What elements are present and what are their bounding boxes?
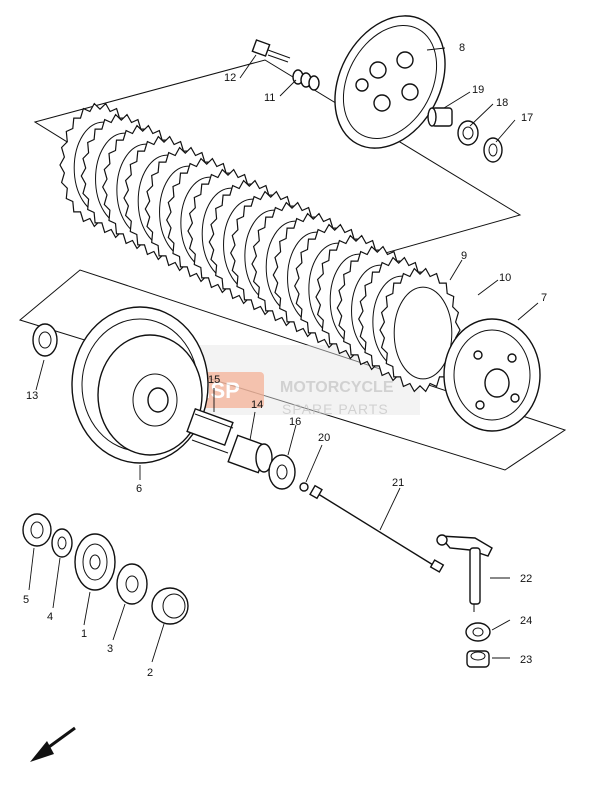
part-ref-label: 18 [496, 97, 508, 109]
lower-frame [18, 269, 567, 471]
part-ref-label: 3 [107, 643, 113, 655]
spacer [227, 434, 273, 474]
collar [151, 587, 189, 625]
push-lever-shaft [436, 534, 493, 612]
part-ref-label: 14 [251, 399, 263, 411]
clutch-plate [379, 267, 461, 393]
watermark-line1: MOTORCYCLE [280, 379, 394, 396]
thrust-washer-left [32, 323, 58, 357]
part-ref-label: 10 [499, 272, 511, 284]
part-ref-label: 11 [264, 92, 275, 104]
push-piece [427, 107, 453, 127]
part-ref-label: 4 [47, 611, 53, 623]
part-reference-labels: 1 2 3 4 5 6 7 8 9 10 11 12 13 14 15 16 1… [23, 42, 547, 679]
bearing [466, 650, 490, 668]
part-ref-label: 1 [81, 628, 87, 640]
part-ref-label: 7 [541, 292, 547, 304]
pressure-plate [334, 15, 446, 149]
push-rod [309, 484, 445, 573]
part-ref-label: 15 [208, 374, 220, 386]
part-ref-label: 6 [136, 483, 142, 495]
primary-drive-gear [74, 533, 116, 591]
clutch-plate-stack [59, 102, 461, 393]
part-ref-label: 20 [318, 432, 330, 444]
part-ref-label: 2 [147, 667, 153, 679]
part-ref-label: 9 [461, 250, 467, 262]
oil-seal [465, 622, 491, 642]
watermark-line2: SPARE PARTS [282, 401, 389, 417]
part-ref-label: 13 [26, 390, 38, 402]
clutch-housing [71, 306, 209, 464]
part-ref-label: 23 [520, 654, 532, 666]
drive-gear [116, 563, 148, 605]
leader-lines [28, 47, 539, 663]
nut [22, 513, 52, 547]
part-ref-label: 8 [459, 42, 465, 54]
spring [292, 69, 320, 91]
washer [51, 528, 73, 558]
lock-washer [483, 137, 503, 163]
thrust-washer [268, 454, 296, 490]
front-direction-arrow [30, 726, 76, 762]
part-ref-label: 22 [520, 573, 532, 585]
needle-bearing [186, 407, 234, 454]
part-ref-label: 5 [23, 594, 29, 606]
part-ref-label: 17 [521, 112, 533, 124]
locknut [457, 120, 479, 146]
steel-ball [299, 482, 309, 492]
part-ref-label: 16 [289, 416, 301, 428]
clutch-boss [443, 318, 541, 432]
bolt [251, 39, 291, 63]
part-ref-label: 12 [224, 72, 236, 84]
part-ref-label: 21 [392, 477, 404, 489]
part-ref-label: 19 [472, 84, 484, 96]
part-ref-label: 24 [520, 615, 532, 627]
